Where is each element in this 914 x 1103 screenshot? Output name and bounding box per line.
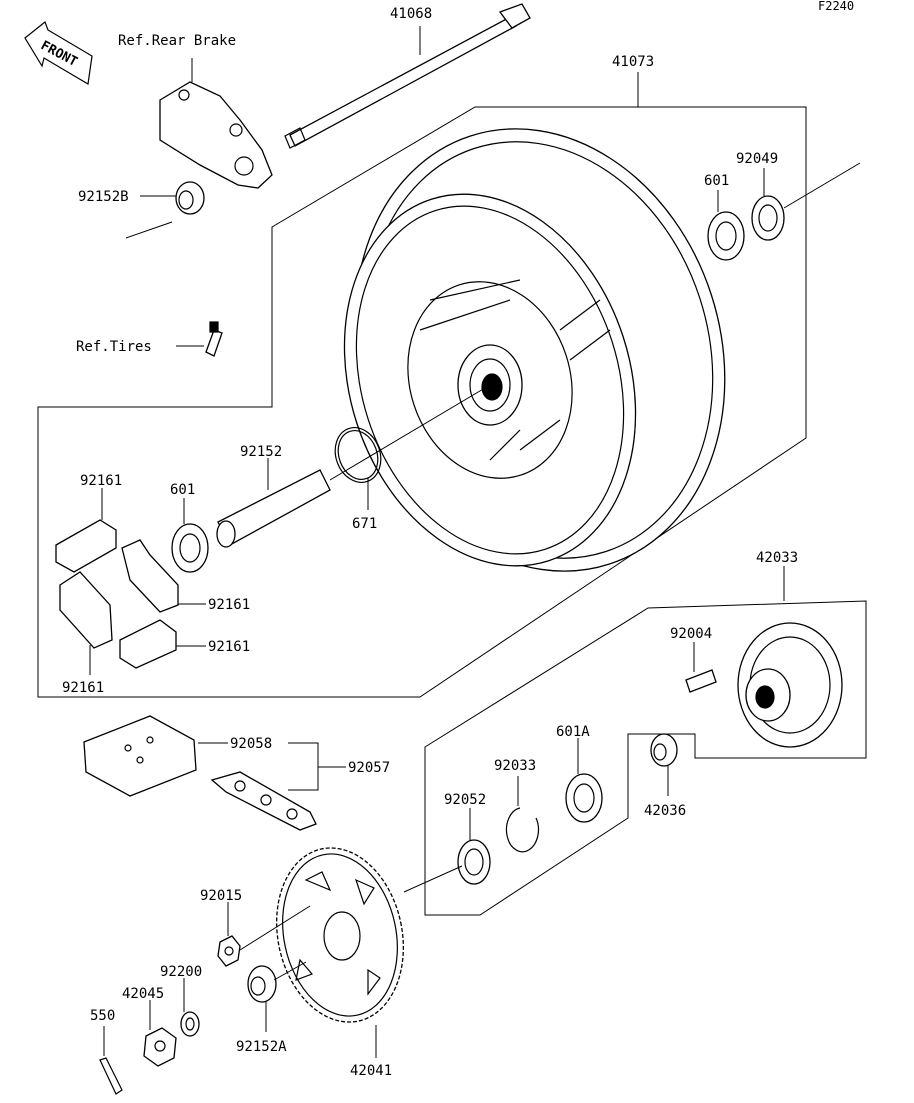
part-92052-label: 92052 [444, 792, 486, 808]
damper-92161-c [119, 619, 206, 669]
wheel-41073 [343, 72, 726, 572]
seal-92049 [751, 162, 861, 241]
part-92015-label: 92015 [200, 888, 242, 904]
part-92058-label: 92058 [230, 736, 272, 752]
part-92161-c-label: 92161 [208, 639, 250, 655]
part-42036-label: 42036 [644, 803, 686, 819]
collar-42036 [650, 733, 678, 796]
collar-92152B [125, 181, 205, 239]
rear-brake-bracket [159, 58, 273, 189]
part-92161-a-label: 92161 [80, 473, 122, 489]
spacer-92152 [216, 384, 491, 548]
ref-tires-label: Ref.Tires [76, 339, 152, 355]
drive-chain-92057 [210, 742, 346, 831]
part-41068-label: 41068 [390, 6, 432, 22]
part-92049-label: 92049 [736, 151, 778, 167]
hub-group-outline [424, 600, 867, 916]
damper-92161-d [59, 571, 113, 675]
part-601-top-label: 601 [704, 173, 729, 189]
bearing-601-left [171, 498, 209, 573]
part-92152A-label: 92152A [236, 1039, 287, 1055]
part-92161-d-label: 92161 [62, 680, 104, 696]
part-550-label: 550 [90, 1008, 115, 1024]
wheel-group-outline [37, 106, 807, 698]
part-92200-label: 92200 [160, 964, 202, 980]
part-42033-label: 42033 [756, 550, 798, 566]
part-671-label: 671 [352, 516, 377, 532]
washer-92200 [180, 978, 200, 1037]
part-92161-b-label: 92161 [208, 597, 250, 613]
front-label: FRONT [38, 38, 80, 70]
diagram-code: F2240 [818, 0, 854, 13]
part-92004-label: 92004 [670, 626, 712, 642]
ref-rear-brake-label: Ref.Rear Brake [118, 33, 236, 49]
front-direction-arrow: FRONT [24, 21, 93, 85]
damper-92161-b [121, 539, 206, 613]
sprocket-42041 [276, 847, 404, 1058]
damper-92161-a [55, 488, 117, 573]
stud-92004 [685, 642, 717, 693]
part-42045-label: 42045 [122, 986, 164, 1002]
collar-92152A [247, 961, 307, 1032]
part-92152-label: 92152 [240, 444, 282, 460]
part-601-left-label: 601 [170, 482, 195, 498]
bearing-601A [565, 738, 603, 823]
seal-92052 [403, 808, 491, 893]
axle-41068 [284, 3, 531, 149]
nut-92015 [217, 902, 311, 967]
cotter-pin-550 [99, 1026, 123, 1095]
castle-nut-42045 [143, 1000, 177, 1067]
part-92152B-label: 92152B [78, 189, 129, 205]
part-92057-label: 92057 [348, 760, 390, 776]
part-42041-label: 42041 [350, 1063, 392, 1079]
tire-valve [176, 321, 223, 357]
sprocket-hub-42033 [737, 566, 843, 748]
part-41073-label: 41073 [612, 54, 654, 70]
circlip-92033 [505, 776, 540, 853]
bearing-601-top [707, 190, 745, 261]
chain-joint-92058 [83, 715, 228, 797]
o-ring-671 [334, 427, 382, 510]
part-92033-label: 92033 [494, 758, 536, 774]
part-601A-label: 601A [556, 724, 590, 740]
